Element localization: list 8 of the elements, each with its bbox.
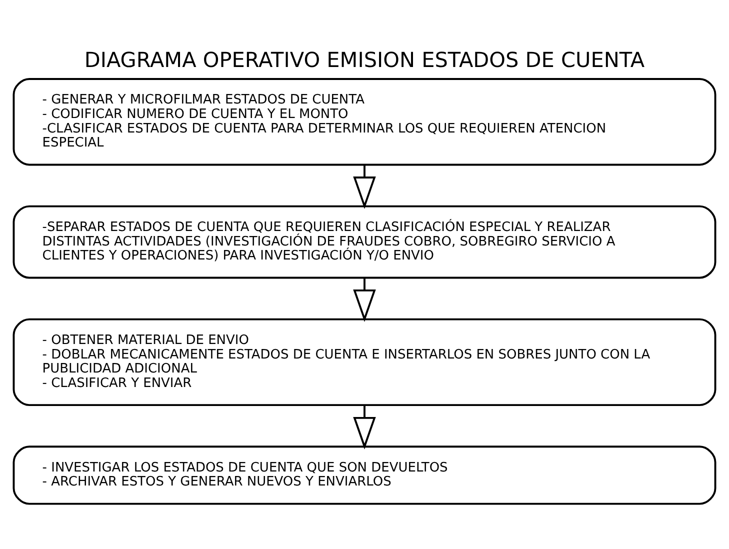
node-box: - INVESTIGAR LOS ESTADOS DE CUENTA QUE SON DEVUELTOS - ARCHIVAR ESTOS Y GENERAR NUEVOS Y ENVIARLOS	[12, 446, 716, 505]
node-box: -SEPARAR ESTADOS DE CUENTA QUE REQUIEREN CLASIFICACIÓN ESPECIAL Y REALIZAR DISTINTAS ACTIVIDADES (INVESTIGACIÓN DE FRAUDES COBRO, SOBREGIRO SERVICIO A CLIENTES Y OPERACIONES) PARA INVESTIGACIÓN Y/O ENVIO	[12, 205, 716, 279]
node-box: - OBTENER MATERIAL DE ENVIO - DOBLAR MECANICAMENTE ESTADOS DE CUENTA E INSERTARLOS EN SOBRES JUNTO CON LA PUBLICIDAD ADICIONAL - CLASIFICAR Y ENVIAR	[12, 318, 716, 406]
arrow	[353, 405, 376, 450]
diagram-title: DIAGRAMA OPERATIVO EMISION ESTADOS DE CUENTA	[84, 48, 645, 72]
arrow	[353, 278, 376, 322]
node-box: - GENERAR Y MICROFILMAR ESTADOS DE CUENTA - CODIFICAR NUMERO DE CUENTA Y EL MONTO -CLASIFICAR ESTADOS DE CUENTA PARA DETERMINAR LOS QUE REQUIEREN ATENCION ESPECIAL	[12, 78, 716, 166]
arrow	[353, 164, 376, 210]
